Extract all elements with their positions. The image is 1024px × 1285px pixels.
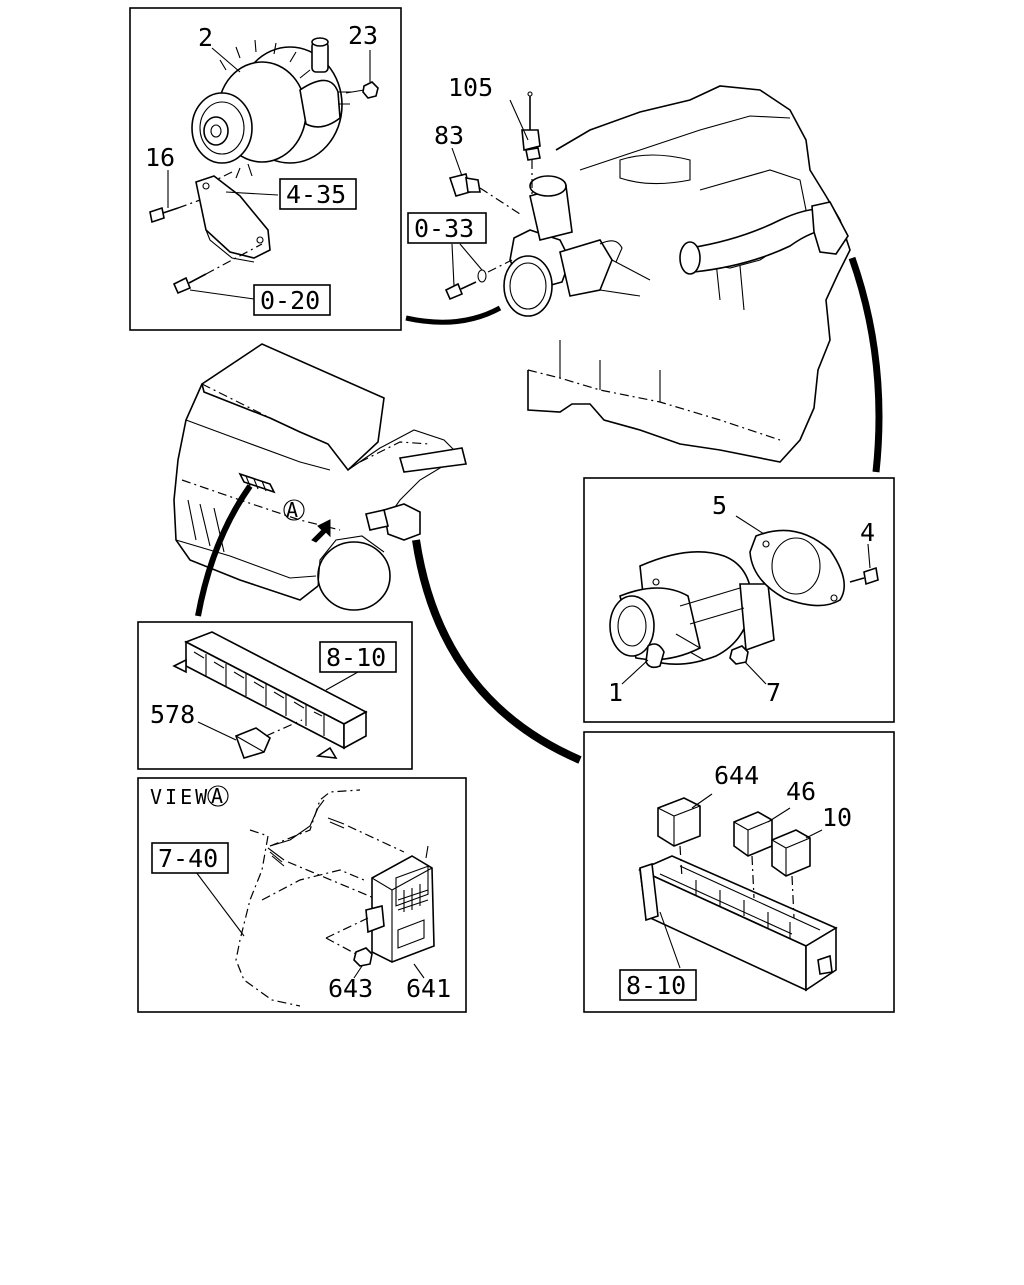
fuse-block-panel: 578 8-10: [137, 621, 413, 770]
leader-arc-fuse-block: [195, 484, 253, 617]
control-unit-641: [365, 845, 435, 963]
nut-23: [362, 81, 379, 99]
starter-illustration: [609, 551, 775, 669]
view-arrow: [311, 519, 331, 543]
leader-arc-alternator: [405, 305, 502, 325]
label-10: 10: [822, 803, 852, 832]
alternator-bracket: [195, 175, 271, 263]
gasket-5: [749, 529, 846, 607]
marker-a-label: A: [286, 498, 301, 522]
starter-panel: 5 4 1 7: [583, 477, 895, 723]
view-a-title: VIEW: [150, 785, 210, 809]
alternator-panel: 2 23 16 4-35 0-20: [129, 7, 402, 331]
relay-578: [234, 727, 271, 759]
label-46: 46: [786, 777, 816, 806]
ref-0-20: 0-20: [260, 286, 320, 315]
leader-arc-starter: [848, 256, 883, 473]
bolt-16: [149, 199, 201, 224]
nut-643: [353, 947, 373, 967]
label-4: 4: [860, 518, 875, 547]
relay-box-panel: 644 46 10 8-10: [583, 731, 895, 1013]
nut-7: [729, 645, 749, 665]
ref-7-40: 7-40: [158, 844, 218, 873]
ref-8-10-fuse: 8-10: [326, 643, 386, 672]
engine-illustration: [503, 85, 851, 463]
relay-644: [657, 797, 701, 879]
ref-0-33: 0-33: [414, 214, 474, 243]
truck-illustration: A: [173, 343, 467, 611]
label-5: 5: [712, 491, 727, 520]
label-2: 2: [198, 23, 213, 52]
alternator-illustration: [191, 37, 352, 179]
label-1: 1: [608, 678, 623, 707]
sensor-83: [448, 147, 521, 215]
leader-arc-relay-box: [412, 539, 582, 764]
label-644: 644: [714, 761, 759, 790]
label-643: 643: [328, 974, 373, 1003]
label-641: 641: [406, 974, 451, 1003]
bolt-4: [849, 543, 879, 586]
fuse-block-illustration: [172, 631, 368, 759]
view-a-marker: A: [211, 784, 226, 808]
label-578: 578: [150, 700, 195, 729]
label-23: 23: [348, 21, 378, 50]
ref-8-10-relay: 8-10: [626, 971, 686, 1000]
ref-4-35: 4-35: [286, 180, 346, 209]
bolt-0-33: [444, 243, 513, 301]
label-83: 83: [434, 121, 464, 150]
relay-10: [771, 829, 811, 919]
label-16: 16: [145, 143, 175, 172]
sensor-105: [509, 91, 541, 196]
bolt-0-20: [172, 243, 263, 295]
relay-box-illustration: [638, 855, 838, 992]
label-7: 7: [766, 678, 781, 707]
label-105: 105: [448, 73, 493, 102]
marker-a-circle: [283, 499, 305, 521]
view-a-panel: VIEW A 643 641 7-40: [137, 777, 467, 1013]
